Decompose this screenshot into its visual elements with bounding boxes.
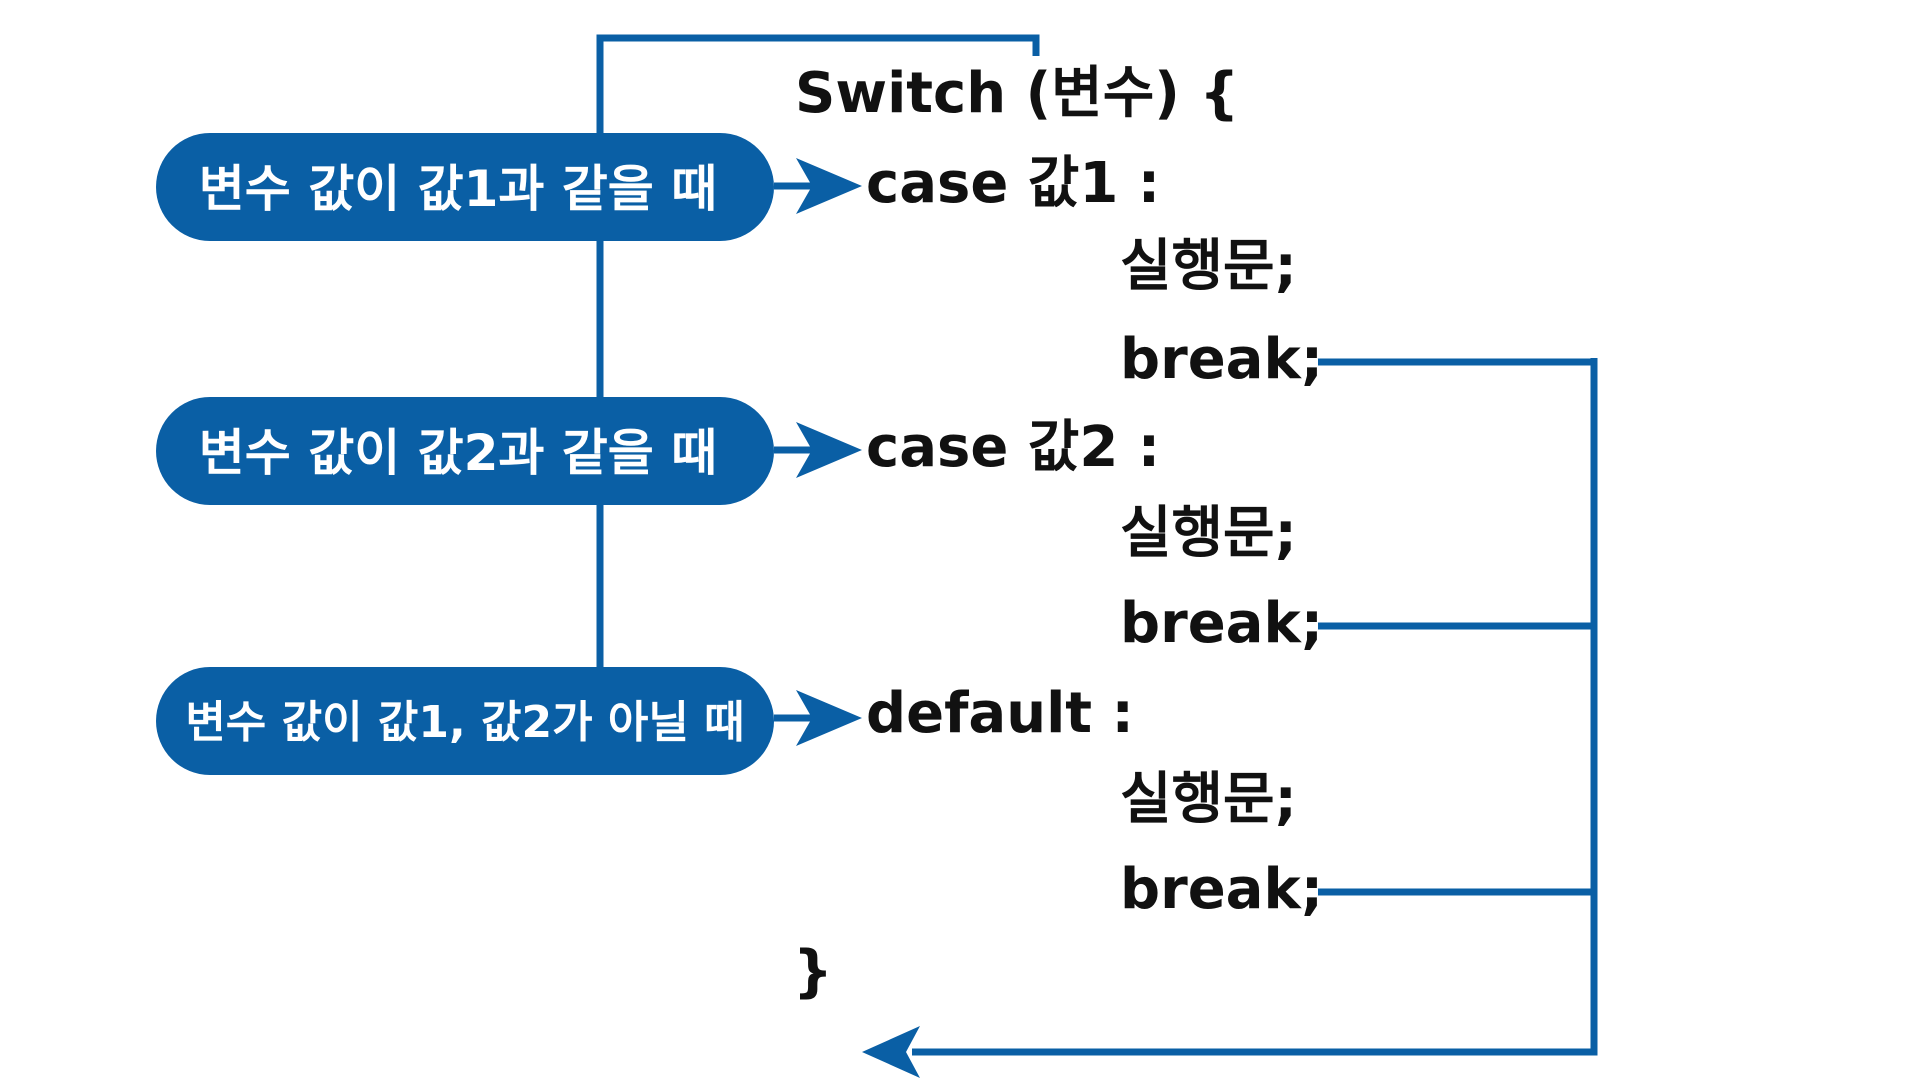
case2-break: break;	[1120, 591, 1323, 656]
condition-default: 변수 값이 값1, 값2가 아닐 때	[156, 667, 774, 775]
case1-statement: 실행문;	[1120, 234, 1297, 299]
condition-label: 변수 값이 값1과 같을 때	[199, 160, 717, 218]
arrowhead-icon	[796, 690, 862, 746]
exit-arrowhead-icon	[862, 1026, 920, 1078]
condition-label: 변수 값이 값1, 값2가 아닐 때	[185, 697, 744, 748]
entry-connector	[596, 34, 1040, 668]
condition-pill	[156, 133, 774, 241]
arrowhead-icon	[796, 422, 862, 478]
default-statement: 실행문;	[1120, 767, 1297, 832]
condition-pill	[156, 667, 774, 775]
arrow-to-case2	[774, 422, 862, 478]
condition-case2: 변수 값이 값2과 같을 때	[156, 397, 774, 505]
default-label: default :	[866, 681, 1134, 746]
arrow-to-default	[774, 690, 862, 746]
switch-close: }	[793, 939, 833, 1004]
condition-label: 변수 값이 값2과 같을 때	[199, 424, 717, 482]
switch-header: Switch (변수) {	[795, 61, 1239, 126]
arrow-to-case1	[774, 158, 862, 214]
case1-label: case 값1 :	[866, 151, 1160, 216]
case1-break: break;	[1120, 327, 1323, 392]
case2-label: case 값2 :	[866, 415, 1160, 480]
case2-statement: 실행문;	[1120, 501, 1297, 566]
condition-pill	[156, 397, 774, 505]
condition-case1: 변수 값이 값1과 같을 때	[156, 133, 774, 241]
exit-connector	[912, 358, 1598, 1056]
default-break: break;	[1120, 857, 1323, 922]
arrowhead-icon	[796, 158, 862, 214]
